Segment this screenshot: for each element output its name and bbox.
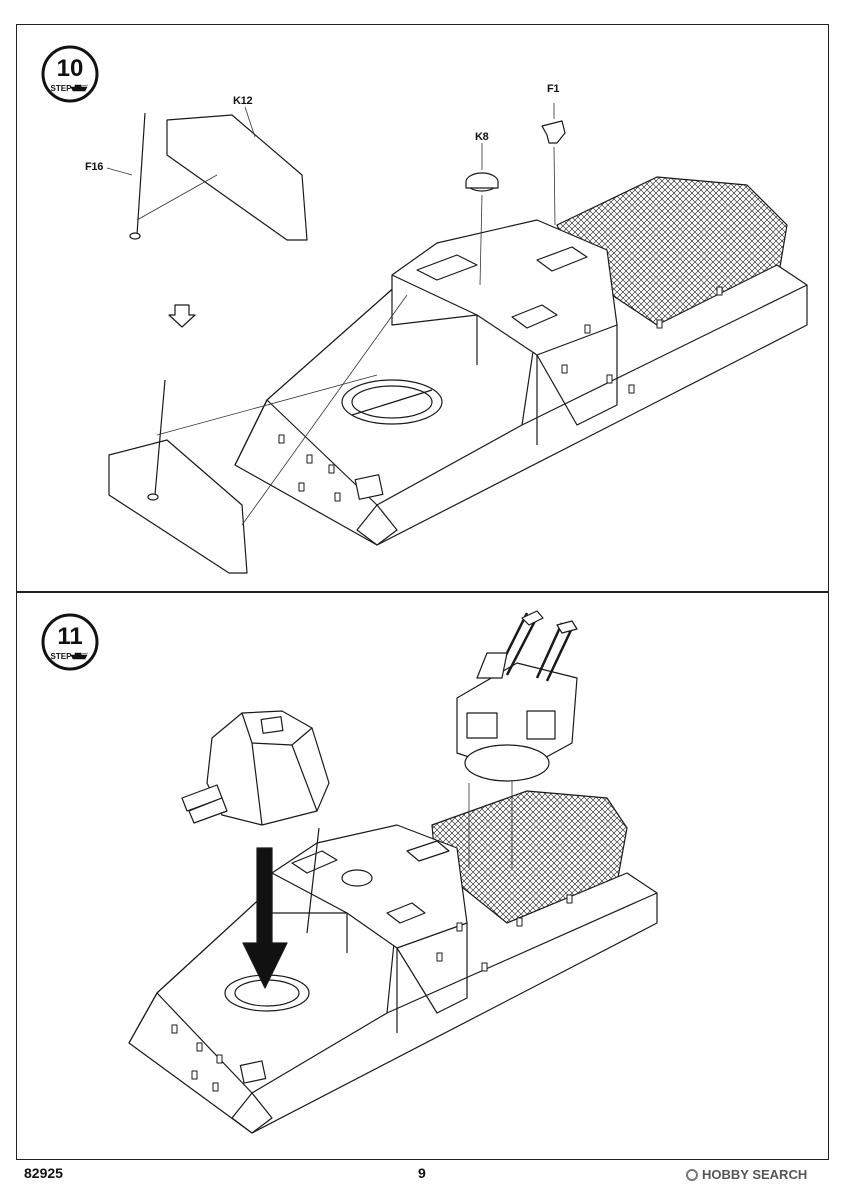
label-k8: K8 [475, 131, 489, 143]
tank-icon [70, 84, 89, 92]
step-11-number: 11 [57, 623, 82, 650]
step-10-caption: STEP [51, 84, 73, 93]
step-10-panel: 10 STEP K12 F16 K8 F1 [16, 24, 829, 592]
step-10-drawing [106, 103, 808, 574]
watermark-text: HOBBY SEARCH [702, 1167, 808, 1182]
insertion-arrow [242, 847, 288, 989]
label-f16: F16 [85, 161, 104, 173]
label-k12: K12 [233, 95, 253, 107]
label-f1: F1 [547, 83, 560, 95]
product-code: 82925 [24, 1165, 63, 1181]
step-11-panel: 11 STEP [16, 592, 829, 1160]
part-f1 [541, 120, 566, 144]
direction-arrow [168, 304, 196, 328]
step-11-badge: 11 STEP [41, 613, 99, 671]
page-number: 9 [418, 1165, 426, 1181]
tank-icon [70, 652, 89, 660]
aa-gun-assembly [456, 610, 578, 782]
side-panel-k12 [166, 114, 308, 241]
step-10-number: 10 [57, 55, 84, 82]
step-11-caption: STEP [51, 652, 73, 661]
logo-icon [686, 1168, 698, 1181]
hull-bow [231, 1092, 273, 1134]
side-panel-lower [108, 439, 248, 574]
step-10-badge: 10 STEP [41, 45, 99, 103]
watermark: HOBBY SEARCH [686, 1167, 807, 1182]
hull-bow [356, 504, 398, 546]
step-11-drawing [128, 610, 658, 1134]
